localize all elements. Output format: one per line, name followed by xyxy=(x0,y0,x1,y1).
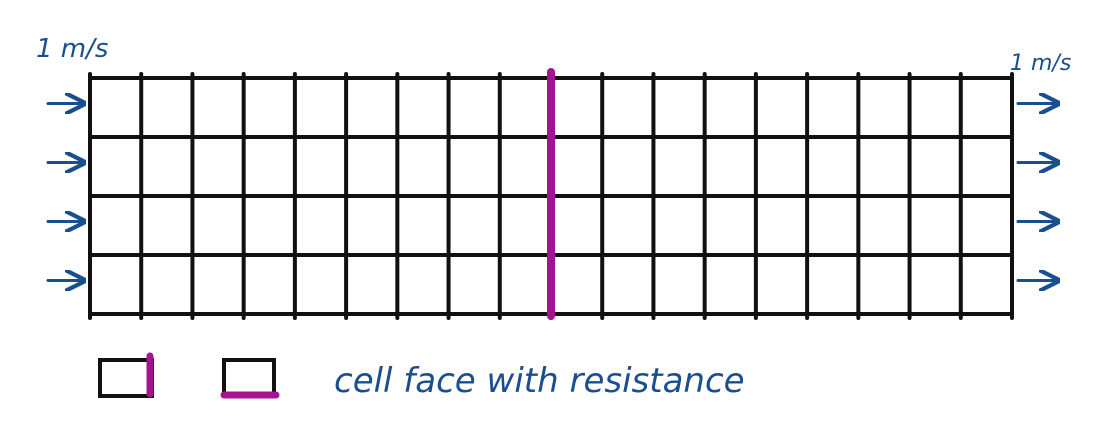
legend: cell face with resistance xyxy=(98,352,745,401)
inlet-arrows xyxy=(46,104,82,281)
legend-label: cell face with resistance xyxy=(334,361,745,401)
outlet-velocity-label: 1 m/s xyxy=(1010,51,1071,76)
horizontal-face-resistance-icon xyxy=(220,358,280,399)
vertical-face-resistance-icon xyxy=(98,352,154,398)
outlet-arrows xyxy=(1016,104,1056,281)
inlet-velocity-label: 1 m/s xyxy=(36,34,108,64)
